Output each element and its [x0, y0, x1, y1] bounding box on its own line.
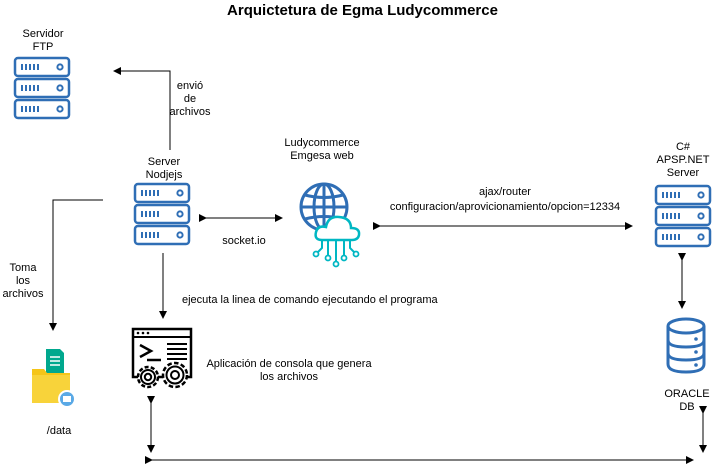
diagram-title: Arquictetura de Egma Ludycommerce: [227, 2, 498, 19]
node-server-icon: [133, 182, 191, 246]
web-globe-cloud-icon: [299, 182, 361, 268]
send-files-label: envió de archivos: [169, 80, 211, 118]
aspnet-server-icon: [654, 184, 712, 248]
web-label: Ludycommerce Emgesa web: [284, 137, 360, 162]
take-files-label: Toma los archivos: [2, 262, 44, 300]
node-server-label: Server Nodjejs: [145, 156, 183, 181]
oracle-db-icon: [666, 317, 706, 374]
data-folder-icon: [32, 349, 76, 408]
console-app-icon: [131, 327, 193, 389]
socket-label: socket.io: [222, 235, 266, 247]
ftp-label: Servidor FTP: [22, 28, 64, 53]
ftp-server-icon: [13, 56, 71, 120]
oracle-label: ORACLE DB: [664, 388, 710, 413]
edge-node-to-ftp: [113, 67, 171, 150]
aspnet-label: C# APSP.NET Server: [656, 141, 710, 179]
ajax-label: ajax/router configuracion/aprovicionamie…: [389, 186, 621, 213]
edge-node-to-data: [49, 199, 103, 331]
execute-label: ejecuta la linea de comando ejecutando e…: [182, 294, 438, 306]
data-folder-label: /data: [46, 425, 72, 437]
console-label: Aplicación de consola que genera los arc…: [206, 358, 372, 383]
